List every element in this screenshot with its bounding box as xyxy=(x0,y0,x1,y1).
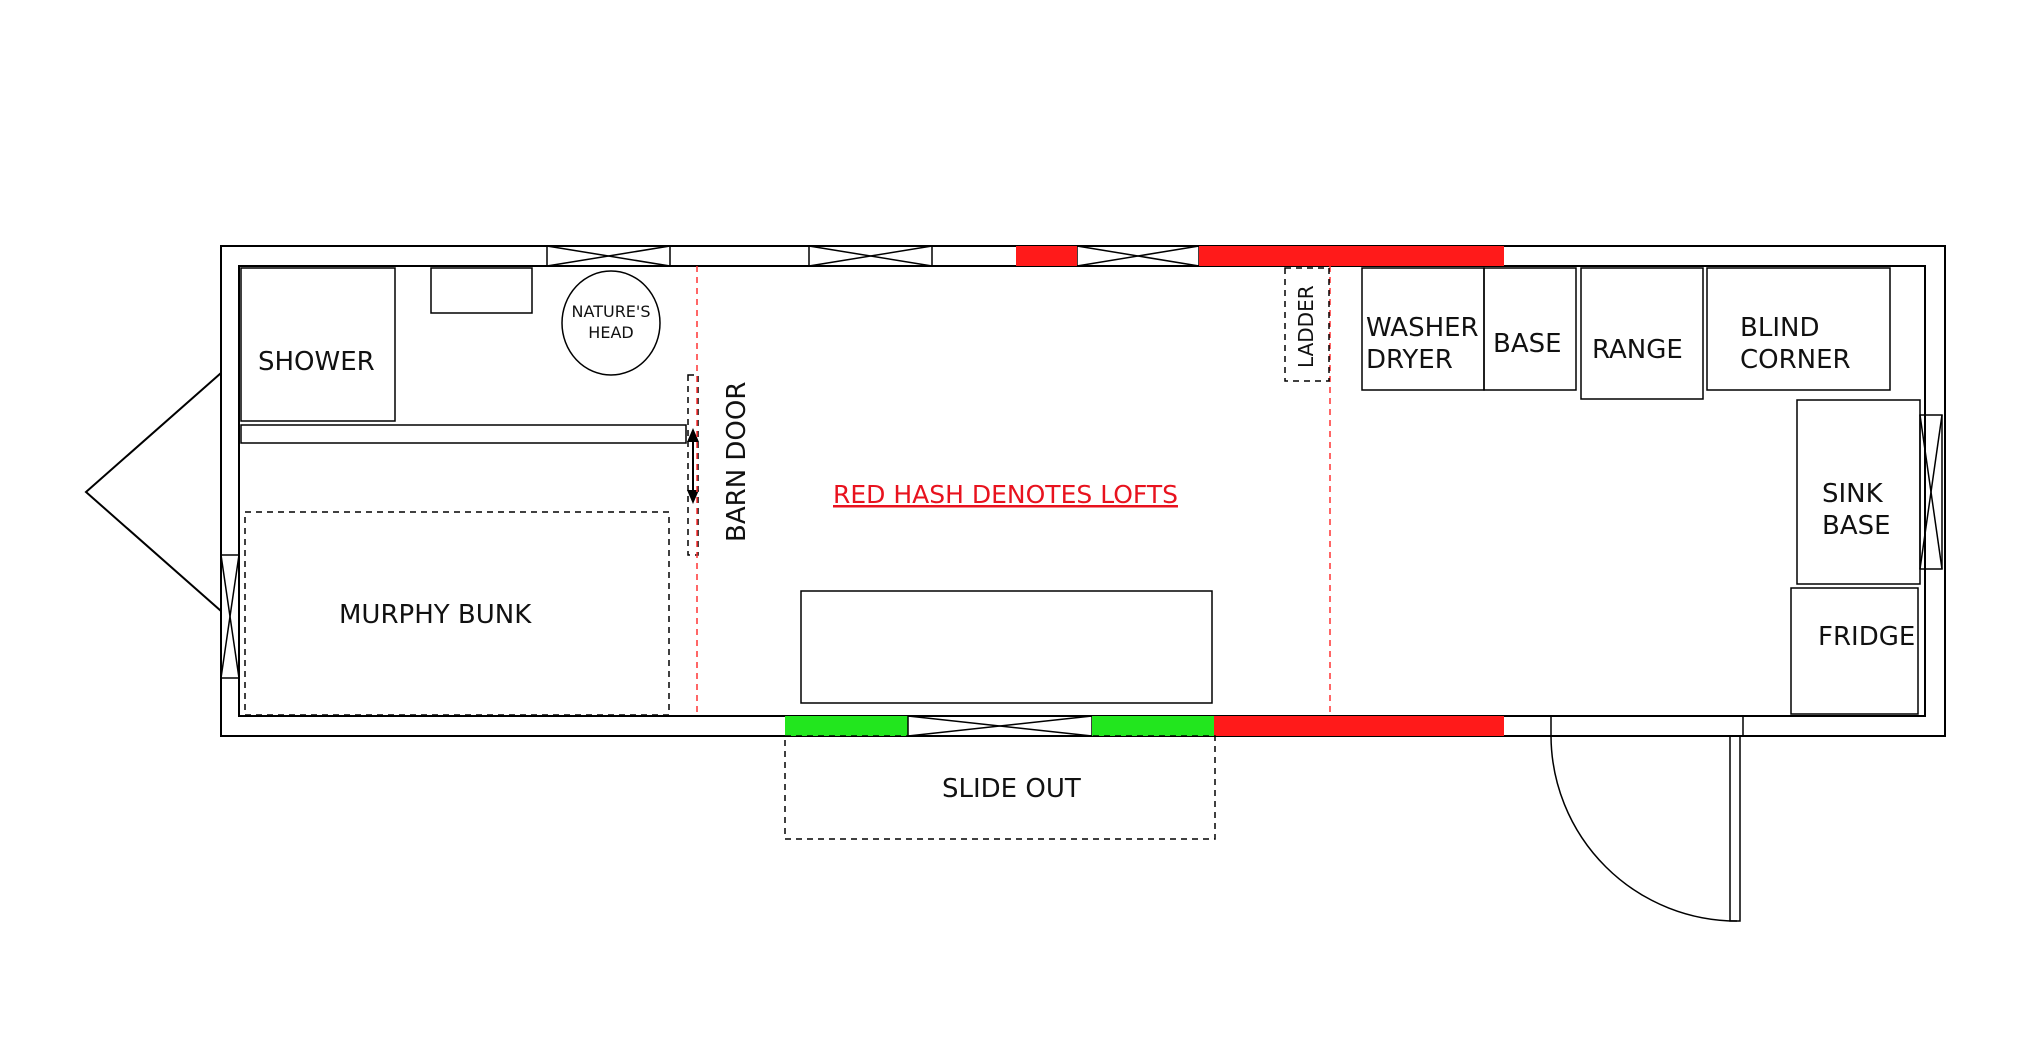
label-fridge: FRIDGE xyxy=(1818,622,1915,652)
bath-vanity xyxy=(430,267,533,314)
label-base: BASE xyxy=(1493,329,1562,359)
window-top-1 xyxy=(546,245,671,267)
loft-hash-top-2 xyxy=(1199,246,1504,266)
label-washer: WASHER xyxy=(1366,313,1479,343)
loft-hash-top-1 xyxy=(1016,246,1077,266)
label-natures-head-line1: NATURE'S xyxy=(572,302,651,321)
barn-door-arrow-icon xyxy=(687,428,699,504)
label-murphy-bunk: MURPHY BUNK xyxy=(339,600,532,630)
slide-out-seal-right xyxy=(1092,716,1214,736)
label-corner: CORNER xyxy=(1740,345,1851,375)
window-left xyxy=(220,554,240,679)
ladder-outline xyxy=(1284,267,1330,382)
label-barn-door: BARN DOOR xyxy=(722,382,752,542)
fridge-box xyxy=(1790,587,1919,715)
base-cabinet-box xyxy=(1483,267,1577,391)
label-slide-out: SLIDE OUT xyxy=(942,774,1081,804)
living-furniture xyxy=(800,590,1213,704)
bath-partition-wall xyxy=(240,424,687,444)
label-sink-base: BASE xyxy=(1822,511,1891,541)
sink-base-box xyxy=(1796,399,1921,585)
entry-door xyxy=(1550,716,1744,922)
slide-out-seal-left xyxy=(785,716,908,736)
window-top-3 xyxy=(1076,245,1200,267)
blind-corner-box xyxy=(1706,267,1891,391)
label-loft-note: RED HASH DENOTES LOFTS xyxy=(833,480,1178,509)
label-shower: SHOWER xyxy=(258,347,375,377)
hitch-tongue xyxy=(84,372,222,612)
label-sink: SINK xyxy=(1822,479,1884,509)
slide-out-outline xyxy=(784,735,1216,840)
murphy-bunk-outline xyxy=(244,511,670,716)
label-dryer: DRYER xyxy=(1366,345,1453,375)
barn-door-track xyxy=(687,374,699,556)
loft-hash-bottom xyxy=(1214,716,1504,736)
window-top-2 xyxy=(808,245,933,267)
shower-box xyxy=(240,267,396,422)
toilet-natures-head xyxy=(561,270,661,376)
window-slide-out xyxy=(907,715,1093,737)
window-right xyxy=(1919,414,1943,570)
label-ladder: LADDER xyxy=(1294,285,1318,368)
label-natures-head-line2: HEAD xyxy=(588,323,633,342)
label-blind: BLIND xyxy=(1740,313,1819,343)
range-box xyxy=(1580,267,1704,400)
label-range: RANGE xyxy=(1592,335,1683,365)
